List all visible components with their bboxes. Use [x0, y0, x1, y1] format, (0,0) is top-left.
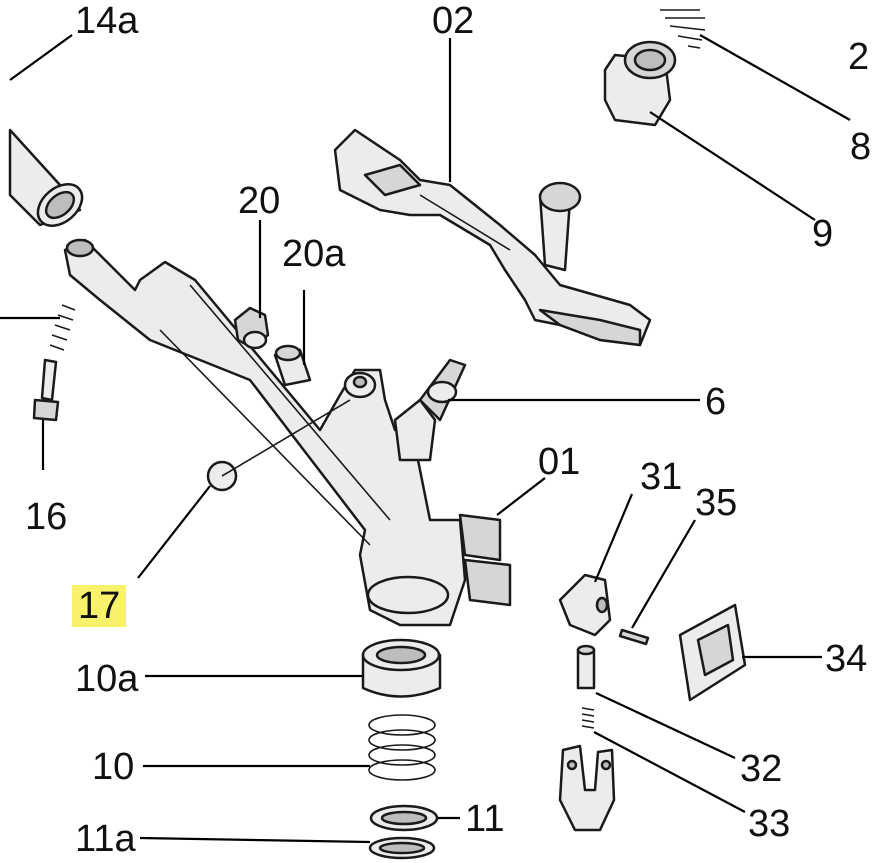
label-8: 8 — [850, 126, 872, 168]
label-9: 9 — [812, 213, 834, 255]
label-20a: 20a — [282, 233, 346, 275]
label-31: 31 — [640, 456, 683, 498]
part-14a-tube — [8, 128, 84, 227]
part-8-spring — [660, 9, 706, 49]
part-9-bushing — [603, 40, 677, 127]
fork-part — [558, 744, 616, 832]
main-lever-arm — [63, 238, 512, 627]
label-11: 11 — [465, 798, 505, 840]
label-32: 32 — [740, 748, 783, 790]
label-2: 2 — [848, 36, 870, 78]
part-02-pedal-bracket — [333, 128, 652, 347]
label-10: 10 — [92, 746, 135, 788]
part-11a-washer — [368, 836, 436, 860]
part-10a-ring — [361, 638, 442, 698]
label-17-highlighted: 17 — [72, 585, 127, 627]
part-10-spring — [368, 714, 436, 781]
label-34: 34 — [825, 638, 868, 680]
part-35-pin — [618, 628, 650, 646]
part-11-washer — [369, 804, 439, 832]
part-31-clip — [558, 573, 612, 637]
label-14a: 14a — [75, 0, 139, 42]
label-6: 6 — [705, 381, 727, 423]
part-16-screw — [32, 304, 76, 422]
label-11a: 11a — [75, 818, 136, 860]
label-10a: 10a — [75, 658, 139, 700]
part-33-spring — [581, 707, 595, 729]
leader-lines — [0, 34, 851, 844]
label-33: 33 — [748, 803, 791, 845]
label-02: 02 — [432, 0, 475, 42]
label-35: 35 — [695, 482, 738, 524]
part-34-plate — [678, 603, 747, 702]
label-01: 01 — [538, 441, 581, 483]
part-20a-sleeve — [273, 344, 312, 387]
label-20: 20 — [238, 180, 281, 222]
part-32-pin — [576, 644, 596, 690]
part-20-nut — [233, 306, 270, 350]
part-17-ball — [206, 399, 351, 492]
label-16: 16 — [25, 496, 68, 538]
